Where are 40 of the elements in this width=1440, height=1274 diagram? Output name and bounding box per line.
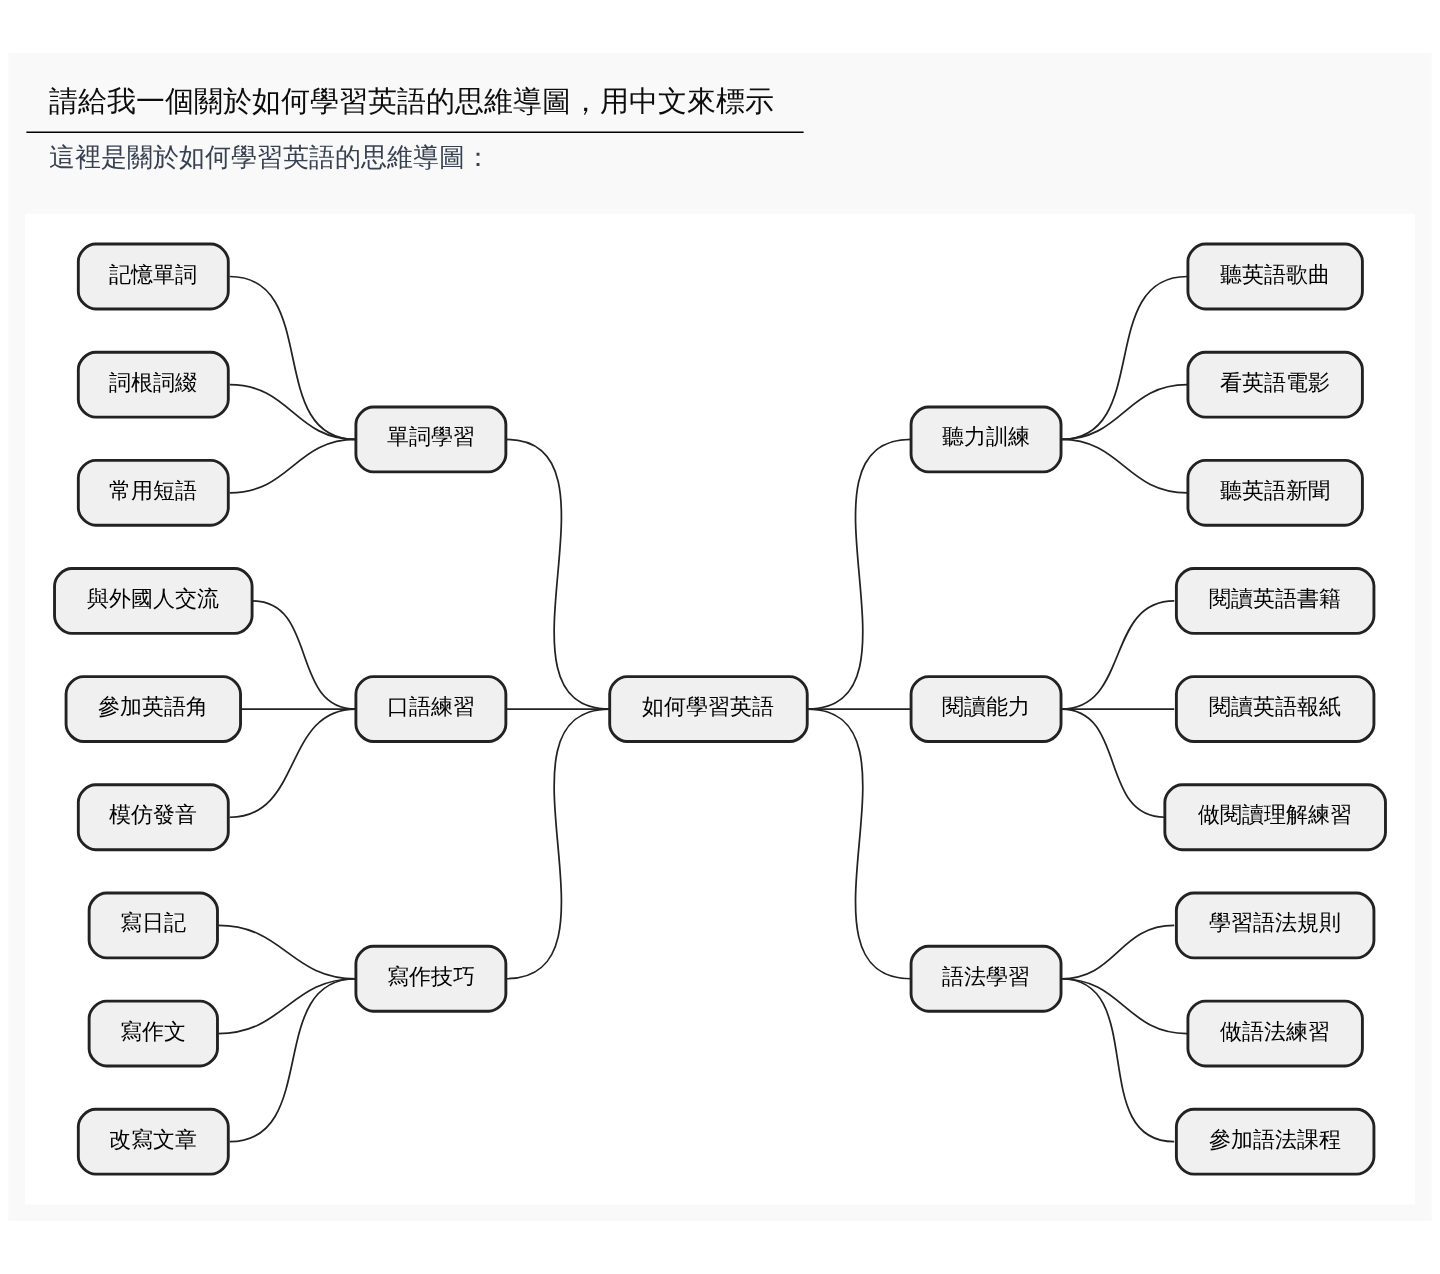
node-box: 做閱讀理解練習 [1163, 783, 1387, 852]
node-box: 模仿發音 [76, 783, 230, 852]
connector [228, 438, 357, 494]
node-box: 詞根詞綴 [76, 350, 230, 419]
node-box: 常用短語 [76, 458, 230, 527]
connector [228, 708, 357, 819]
node-box: 寫作文 [87, 999, 219, 1068]
connector [228, 275, 357, 441]
connector [1060, 438, 1189, 494]
node-box: 寫日記 [87, 891, 219, 960]
node-box: 閱讀能力 [909, 675, 1063, 743]
node-box: 參加語法課程 [1174, 1107, 1376, 1176]
diagram-title: 請給我一個關於如何學習英語的思維導圖，用中文來標示 [49, 83, 775, 118]
node-box: 看英語電影 [1186, 350, 1364, 419]
node-box: 改寫文章 [76, 1107, 230, 1176]
connector [228, 977, 357, 1143]
node-box: 閱讀英語報紙 [1174, 675, 1376, 743]
node-box: 聽力訓練 [909, 405, 1063, 474]
node-box: 記憶單詞 [76, 242, 230, 311]
node-box: 做語法練習 [1186, 999, 1364, 1068]
node-box: 口語練習 [354, 675, 508, 743]
cluster [24, 213, 1416, 1205]
connector [1060, 275, 1189, 441]
caption: 這裡是關於如何學習英語的思維導圖： [49, 142, 492, 173]
node-box: 聽英語歌曲 [1186, 242, 1364, 311]
node-box: 閱讀英語書籍 [1174, 567, 1376, 635]
node-box: 單詞學習 [354, 405, 508, 474]
node-box: 聽英語新聞 [1186, 458, 1364, 527]
connector [806, 708, 912, 980]
node-box: 參加英語角 [64, 675, 242, 743]
node-box: 如何學習英語 [608, 675, 809, 743]
node-box: 語法學習 [909, 944, 1063, 1013]
connector [505, 708, 611, 980]
connector [1060, 977, 1176, 1143]
node-box: 寫作技巧 [354, 944, 508, 1013]
connector [1060, 383, 1189, 441]
connector [228, 383, 357, 441]
node-box: 與外國人交流 [53, 567, 254, 635]
node-box: 學習語法規則 [1174, 891, 1376, 960]
connector [1060, 708, 1166, 819]
